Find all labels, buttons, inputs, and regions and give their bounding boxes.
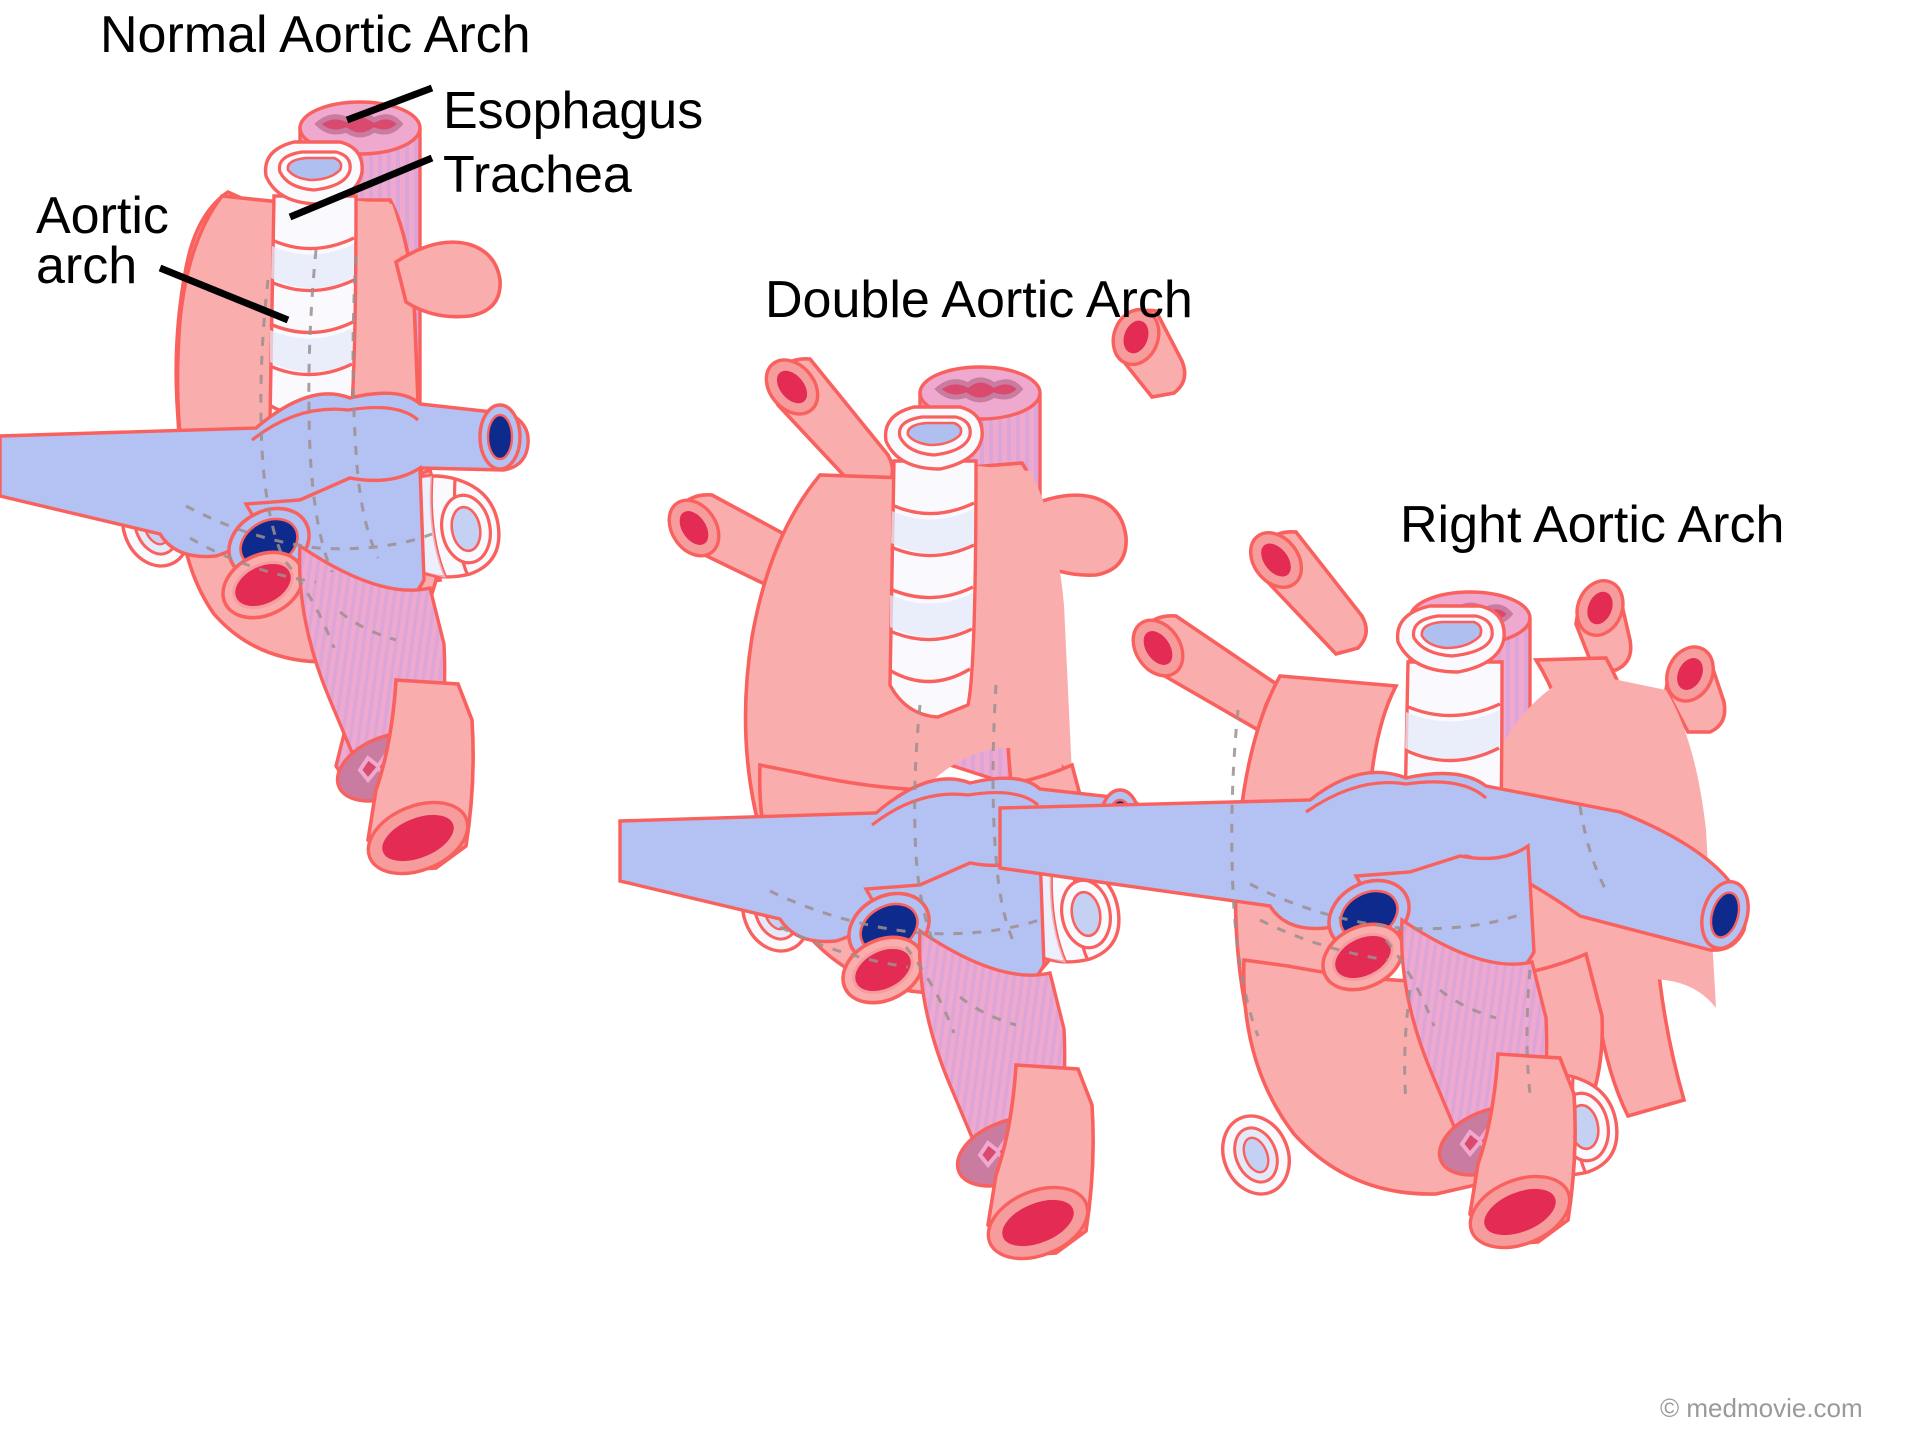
callout-aortic-arch: Aortic arch [36,187,290,324]
trachea-label: Trachea [443,146,632,204]
trachea-leader-line [288,154,434,221]
copyright-notice: © medmovie.com [1660,1393,1863,1423]
figure-title-normal: Normal Aortic Arch [100,6,531,64]
figure-right-aortic-arch: Right Aortic Arch [1000,496,1784,1261]
esophagus-label: Esophagus [443,82,703,140]
esophagus-leader-line [345,84,434,124]
callout-trachea: Trachea [288,146,632,221]
callout-esophagus: Esophagus [345,82,703,140]
aortic-arch-label-line-2: arch [36,237,137,295]
figure-double-aortic-arch: Double Aortic Arch [620,271,1193,1272]
figure-title-right: Right Aortic Arch [1400,496,1784,554]
aortic-arch-label-line-1: Aortic [36,187,169,245]
figure-normal-aortic-arch: Normal Aortic Arch [0,6,531,887]
aortic-arch-leader-line [158,264,290,324]
figure-title-double: Double Aortic Arch [765,271,1193,329]
